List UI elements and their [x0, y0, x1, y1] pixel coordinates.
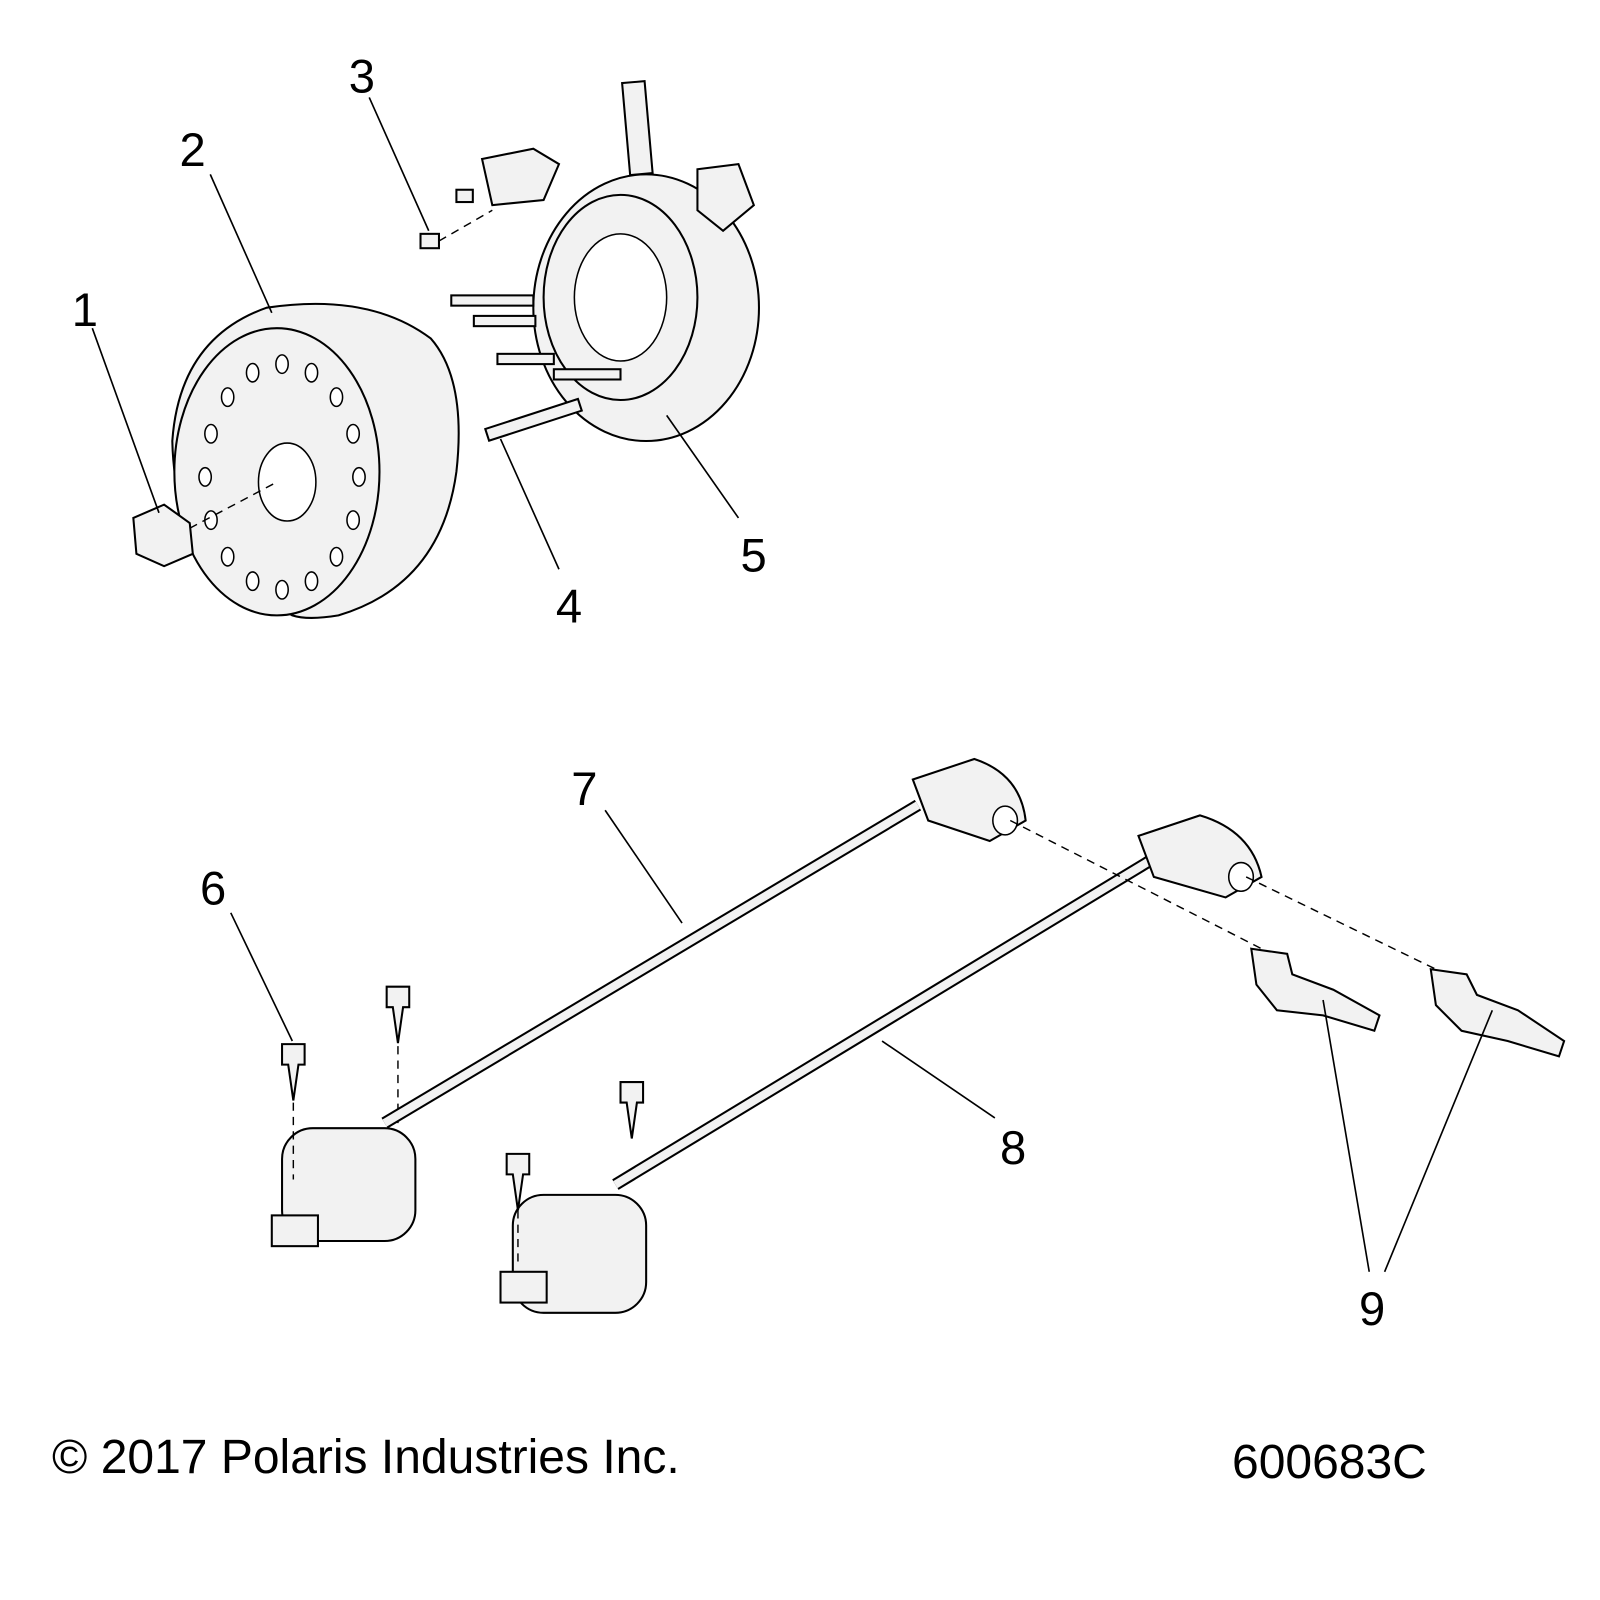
flywheel-hole	[304, 362, 319, 383]
flywheel-hole	[329, 546, 344, 567]
callout-2: 2	[179, 123, 205, 176]
flywheel-hole	[304, 571, 319, 592]
flywheel-hole	[204, 423, 218, 444]
flywheel-hole	[245, 571, 260, 592]
flywheel-hole	[275, 579, 289, 600]
flywheel-hole	[220, 387, 235, 408]
stator	[532, 80, 760, 443]
callout-7: 7	[571, 762, 597, 815]
callout-8: 8	[1000, 1121, 1026, 1174]
flywheel-hole	[245, 362, 260, 383]
spark-plug-2	[1429, 968, 1566, 1058]
coil-bolts	[281, 985, 645, 1211]
callout-6: 6	[200, 862, 226, 915]
callout-3: 3	[349, 49, 375, 102]
flywheel-hole	[275, 354, 289, 375]
pickup-sensor	[419, 147, 561, 250]
flywheel-hole	[204, 510, 218, 531]
copyright-text: © 2017 Polaris Industries Inc.	[52, 1431, 680, 1484]
spark-plug-1	[1250, 947, 1381, 1033]
flywheel-nut	[132, 503, 194, 568]
part-code: 600683C	[1232, 1436, 1427, 1489]
flywheel-hole	[346, 423, 361, 444]
flywheel-hole	[220, 546, 235, 567]
leader-lines	[91, 97, 1494, 1273]
ignition-coil-2	[499, 1193, 648, 1314]
flywheel-hole	[198, 466, 213, 487]
stator-bolts	[450, 294, 622, 443]
callout-5: 5	[741, 528, 767, 581]
flywheel	[171, 302, 460, 619]
spark-plug-lead-7	[381, 757, 1027, 1129]
callout-1: 1	[72, 283, 98, 336]
flywheel-hole	[352, 466, 366, 487]
callout-9: 9	[1359, 1282, 1385, 1335]
flywheel-hole	[346, 510, 361, 531]
flywheel-hole	[329, 387, 344, 408]
ignition-coil-1	[270, 1127, 417, 1248]
spark-plug-lead-8	[612, 814, 1263, 1190]
callout-4: 4	[556, 580, 582, 633]
